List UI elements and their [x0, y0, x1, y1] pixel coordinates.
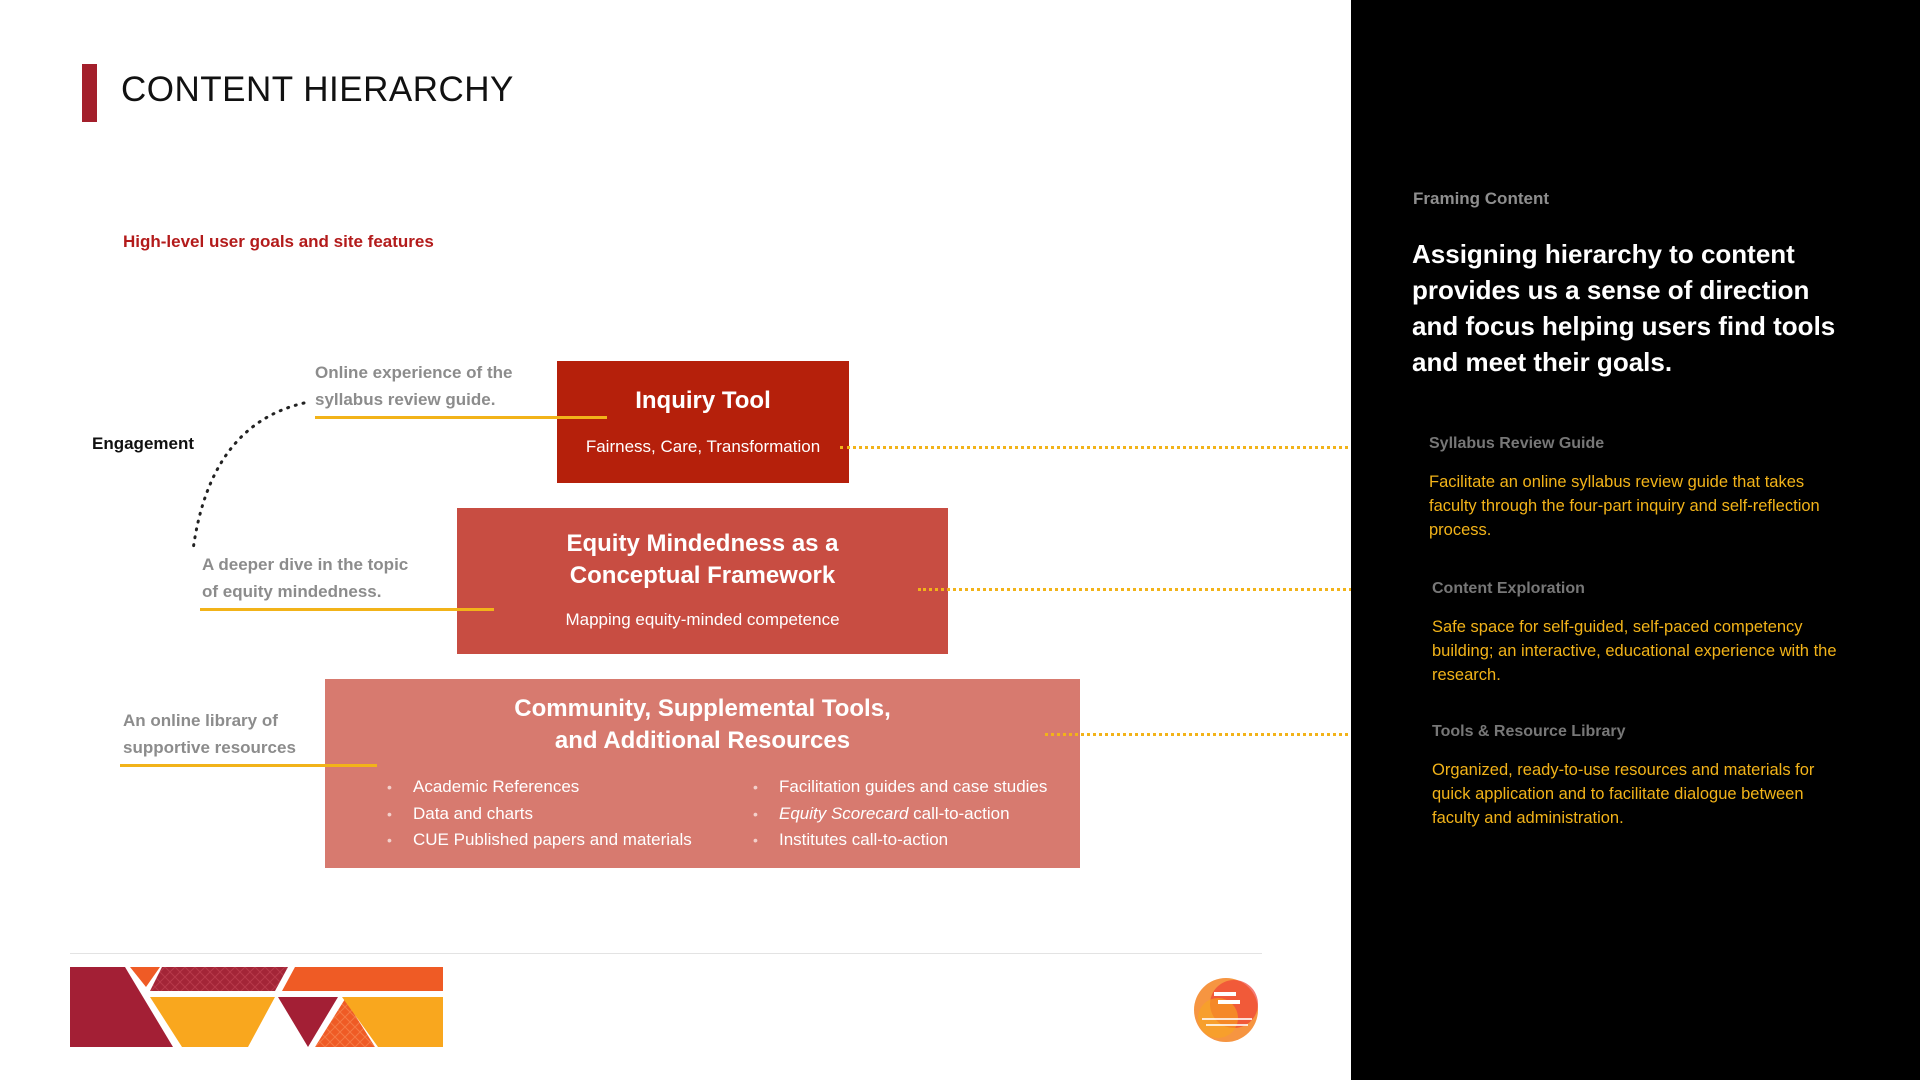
list-item-label: Institutes call-to-action: [779, 830, 949, 849]
tier-3-note-underline: [120, 764, 377, 767]
tier-3-title-line: Community, Supplemental Tools,: [514, 695, 891, 722]
list-item-label: CUE Published papers and materials: [413, 830, 692, 849]
list-item: • Equity Scorecard call-to-action: [753, 801, 1047, 828]
resource-list-right: • Facilitation guides and case studies • E…: [753, 774, 1047, 854]
list-item-label: Data and charts: [413, 803, 534, 823]
bullet-icon: •: [387, 779, 392, 795]
section-label-content: Content Exploration: [1432, 580, 1585, 597]
tier-2-note-line: of equity mindedness.: [202, 582, 382, 601]
list-item: • Academic References: [387, 774, 692, 801]
tier-3-title: Community, Supplemental Tools, and Addit…: [325, 693, 1080, 757]
tier-1-connector: [840, 446, 1402, 449]
list-item: • Institutes call-to-action: [753, 827, 1047, 854]
framing-label: Framing Content: [1413, 189, 1549, 208]
center-for-urban-education-logo: [1194, 978, 1258, 1042]
title-accent-bar: [82, 64, 97, 122]
tier-1-note: Online experience of the syllabus review…: [315, 359, 512, 413]
bullet-icon: •: [753, 805, 758, 822]
resource-list-left: • Academic References • Data and charts • C…: [387, 774, 692, 854]
section-text-content: Safe space for self-guided, self-paced c…: [1432, 618, 1837, 684]
tier-2-title: Equity Mindedness as a Conceptual Framew…: [457, 528, 948, 592]
section-label-tools: Tools & Resource Library: [1432, 723, 1626, 740]
page-title: CONTENT HIERARCHY: [121, 70, 514, 109]
bullet-icon: •: [387, 805, 392, 822]
tier-2-note: A deeper dive in the topic of equity min…: [202, 551, 408, 605]
section-text-syllabus: Facilitate an online syllabus review gui…: [1429, 473, 1820, 539]
tier-2-subtitle: Mapping equity-minded competence: [565, 610, 840, 629]
framing-panel: [1351, 0, 1920, 1080]
tier-1-note-line: Online experience of the: [315, 363, 513, 382]
section-text-tools: Organized, ready-to-use resources and ma…: [1432, 761, 1815, 827]
tier-2-note-underline: [200, 608, 494, 611]
page-subtitle: High-level user goals and site features: [123, 232, 434, 251]
tier-1-subtitle: Fairness, Care, Transformation: [585, 437, 821, 456]
list-item: • CUE Published papers and materials: [387, 827, 692, 854]
tier-3-box: Community, Supplemental Tools, and Addit…: [325, 679, 1080, 868]
list-item: • Facilitation guides and case studies: [753, 774, 1047, 801]
list-item-label: Facilitation guides and case studies: [779, 777, 1048, 796]
tier-3-note-line: An online library of: [123, 711, 278, 730]
footer-divider: [70, 953, 1262, 954]
engagement-label: Engagement: [92, 434, 195, 453]
list-item-label: Academic References: [413, 777, 580, 796]
tier-1-title: Inquiry Tool: [635, 387, 771, 414]
tier-3-connector: [1045, 733, 1408, 736]
tier-2-connector: [918, 588, 1406, 591]
engagement-arc: [191, 401, 306, 552]
bullet-icon: •: [753, 832, 758, 848]
tier-2-note-line: A deeper dive in the topic: [202, 555, 409, 574]
tier-2-title-line: Equity Mindedness as a: [566, 530, 839, 557]
list-item: • Data and charts: [387, 801, 692, 828]
section-label-syllabus: Syllabus Review Guide: [1429, 435, 1605, 452]
bullet-icon: •: [753, 779, 758, 795]
tier-2-title-line: Conceptual Framework: [569, 562, 836, 589]
list-item-label-italic: Equity Scorecard: [779, 803, 909, 823]
framing-statement: Assigning hierarchy to content provides …: [1412, 239, 1836, 377]
bullet-icon: •: [387, 832, 392, 848]
tier-3-note: An online library of supportive resource…: [123, 707, 296, 761]
tier-1-note-line: syllabus review guide.: [315, 390, 496, 409]
footer-geometric-pattern: [70, 967, 443, 1047]
tier-1-note-underline: [315, 416, 607, 419]
tier-1-box: Inquiry Tool Fairness, Care, Transformat…: [557, 361, 849, 483]
tier-3-title-line: and Additional Resources: [554, 727, 851, 754]
list-item-label: call-to-action: [908, 803, 1010, 823]
tier-3-note-line: supportive resources: [123, 738, 296, 757]
tier-2-box: Equity Mindedness as a Conceptual Framew…: [457, 508, 948, 654]
